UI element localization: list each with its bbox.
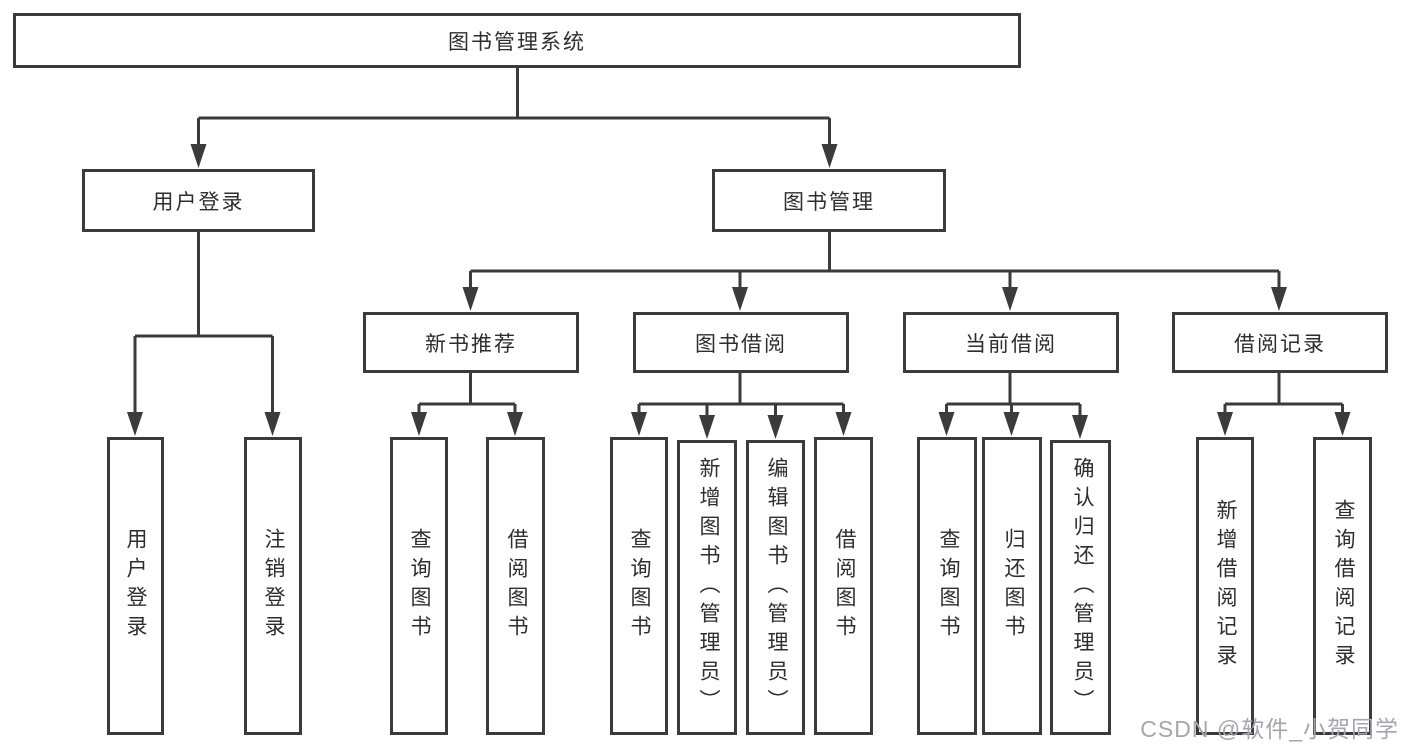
leaf-cb-return-books: 归还图书 <box>982 437 1042 735</box>
leaf-bb-borrow-books: 借阅图书 <box>814 437 873 735</box>
node-borrowing-records: 借阅记录 <box>1172 312 1388 373</box>
node-current-borrowing: 当前借阅 <box>903 312 1119 373</box>
leaf-cb-query-books: 查询图书 <box>917 437 977 735</box>
node-new-book-recommendation: 新书推荐 <box>363 312 579 373</box>
leaf-cb-confirm-return-admin: 确认归还（管理员） <box>1050 440 1111 735</box>
leaf-br-query-record: 查询借阅记录 <box>1313 437 1372 735</box>
leaf-nbr-query-books: 查询图书 <box>390 437 448 735</box>
leaf-nbr-borrow-books: 借阅图书 <box>486 437 545 735</box>
node-book-management: 图书管理 <box>712 169 946 232</box>
leaf-logout: 注销登录 <box>244 437 302 735</box>
leaf-bb-query-books: 查询图书 <box>610 437 668 735</box>
node-book-borrowing: 图书借阅 <box>633 312 849 373</box>
leaf-br-add-record: 新增借阅记录 <box>1196 437 1254 735</box>
node-user-login: 用户登录 <box>82 169 315 232</box>
leaf-bb-edit-books-admin: 编辑图书（管理员） <box>746 440 805 735</box>
leaf-user-login: 用户登录 <box>107 437 164 735</box>
leaf-bb-add-books-admin: 新增图书（管理员） <box>677 440 737 735</box>
node-root-system: 图书管理系统 <box>13 13 1021 68</box>
